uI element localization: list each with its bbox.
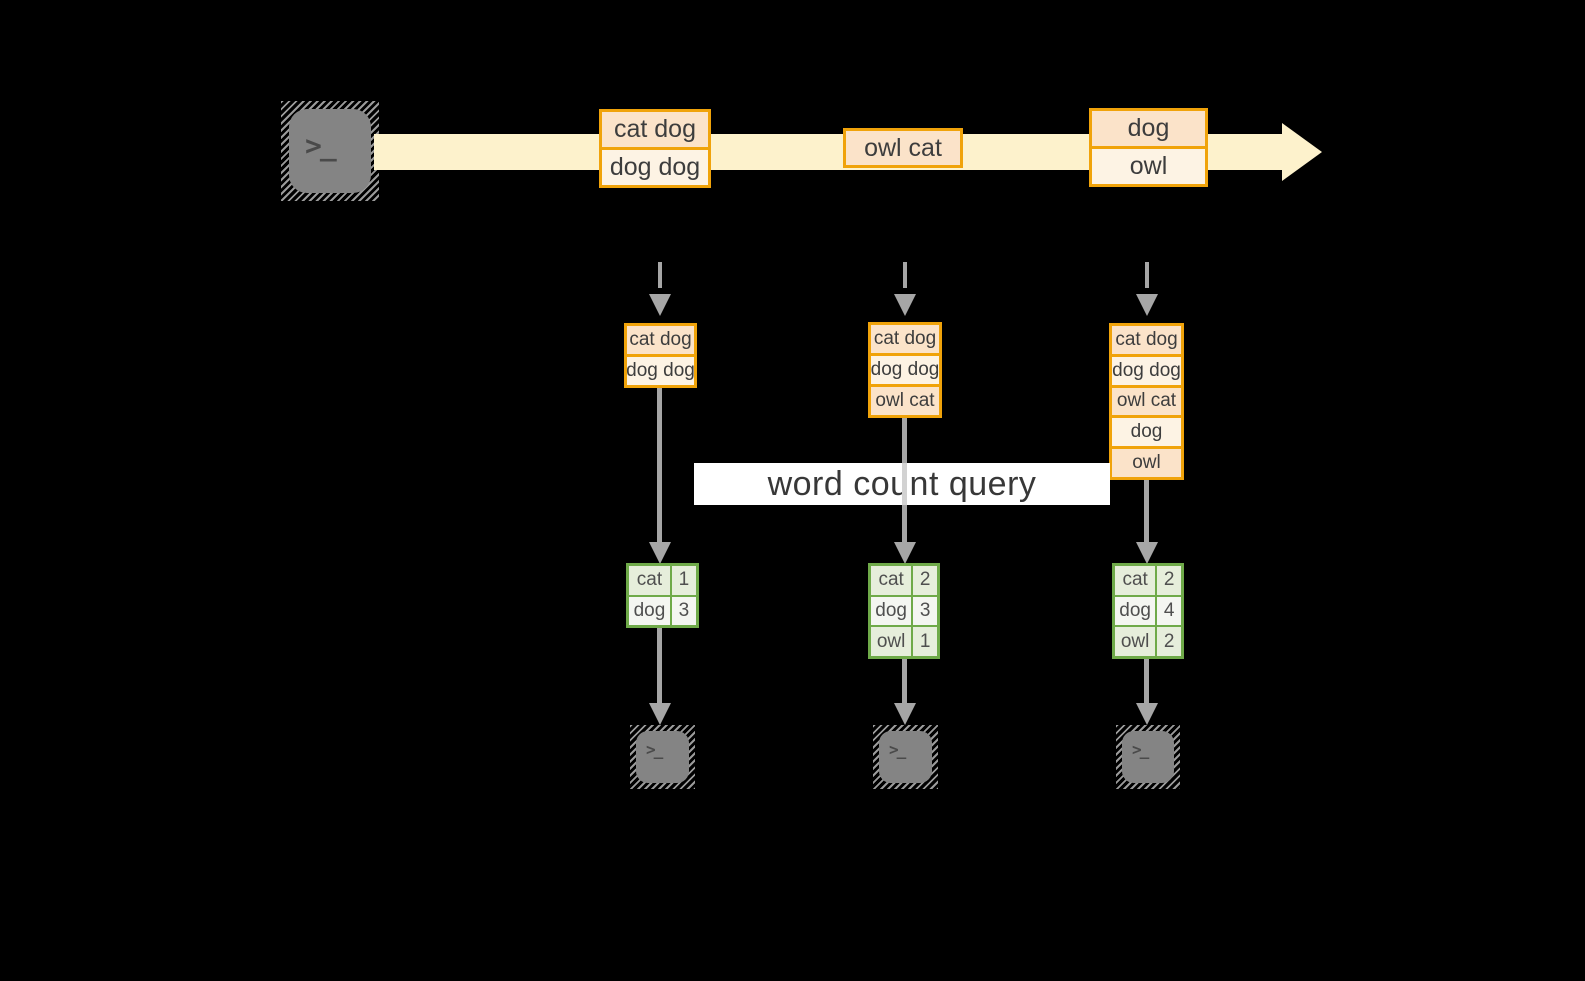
- record-cell: dog: [1092, 111, 1205, 146]
- flow-line-2-lower: [902, 659, 907, 704]
- terminal-screen: >_: [289, 109, 371, 193]
- flow-line-1-upper: [657, 388, 662, 544]
- sink-terminal-icon-2: >_: [873, 725, 938, 789]
- record-cell: dog dog: [1112, 353, 1181, 385]
- count-cell: 2: [1157, 566, 1181, 595]
- flow-arrowhead-3-lower: [1136, 703, 1158, 725]
- flow-arrowhead-3-upper: [1136, 542, 1158, 564]
- stream-batch-2: owl cat: [843, 128, 963, 168]
- word-cell: owl: [871, 627, 912, 657]
- record-cell: cat dog: [602, 112, 708, 147]
- record-cell: owl cat: [846, 131, 960, 165]
- record-cell: owl cat: [871, 384, 939, 415]
- flow-line-1-lower: [657, 628, 662, 704]
- flow-line-3-upper: [1144, 480, 1149, 544]
- source-terminal-icon: >_: [281, 101, 379, 201]
- count-cell: 3: [913, 596, 937, 626]
- word-cell: cat: [629, 566, 670, 595]
- word-cell: dog: [871, 596, 912, 626]
- record-cell: dog dog: [871, 353, 939, 384]
- flow-line-2-over-band: [902, 463, 907, 505]
- terminal-prompt-glyph: >_: [305, 129, 337, 162]
- word-cell: cat: [871, 566, 912, 595]
- sink-terminal-icon-1: >_: [630, 725, 695, 789]
- record-cell: dog dog: [626, 354, 695, 385]
- count-cell: 2: [913, 566, 937, 595]
- trigger-arrowhead-2: [894, 294, 916, 316]
- record-cell: cat dog: [627, 326, 694, 354]
- flow-arrowhead-1-lower: [649, 703, 671, 725]
- trigger-arrowhead-3: [1136, 294, 1158, 316]
- terminal-prompt-glyph: >_: [889, 740, 906, 759]
- count-cell: 3: [671, 596, 696, 625]
- word-cell: dog: [629, 596, 670, 625]
- record-cell: owl cat: [1112, 384, 1181, 416]
- trigger-dash-2: [903, 262, 907, 288]
- flow-line-3-lower: [1144, 659, 1149, 704]
- count-cell: 1: [671, 566, 696, 595]
- flow-arrowhead-2-upper: [894, 542, 916, 564]
- terminal-screen: >_: [879, 731, 932, 783]
- word-cell: owl: [1115, 627, 1156, 657]
- trigger-arrowhead-1: [649, 294, 671, 316]
- record-cell: cat dog: [1112, 326, 1181, 354]
- query-label: word count query: [767, 464, 1037, 503]
- word-cell: dog: [1115, 596, 1156, 626]
- flow-arrowhead-2-lower: [894, 703, 916, 725]
- trigger-dash-1: [658, 262, 662, 288]
- count-cell: 2: [1157, 627, 1181, 657]
- record-cell: owl: [1092, 146, 1205, 184]
- terminal-prompt-glyph: >_: [1132, 740, 1149, 759]
- record-cell: owl: [1112, 446, 1181, 477]
- trigger-dash-3: [1145, 262, 1149, 288]
- terminal-screen: >_: [1122, 731, 1174, 783]
- count-cell: 4: [1157, 596, 1181, 626]
- record-cell: dog: [1112, 415, 1181, 447]
- terminal-screen: >_: [636, 731, 689, 783]
- sink-terminal-icon-3: >_: [1116, 725, 1180, 789]
- stream-timeline-arrowhead: [1282, 123, 1322, 181]
- flow-arrowhead-1-upper: [649, 542, 671, 564]
- word-cell: cat: [1115, 566, 1156, 595]
- record-cell: cat dog: [871, 325, 939, 353]
- record-cell: dog dog: [602, 147, 708, 185]
- count-cell: 1: [913, 627, 937, 657]
- terminal-prompt-glyph: >_: [646, 740, 663, 759]
